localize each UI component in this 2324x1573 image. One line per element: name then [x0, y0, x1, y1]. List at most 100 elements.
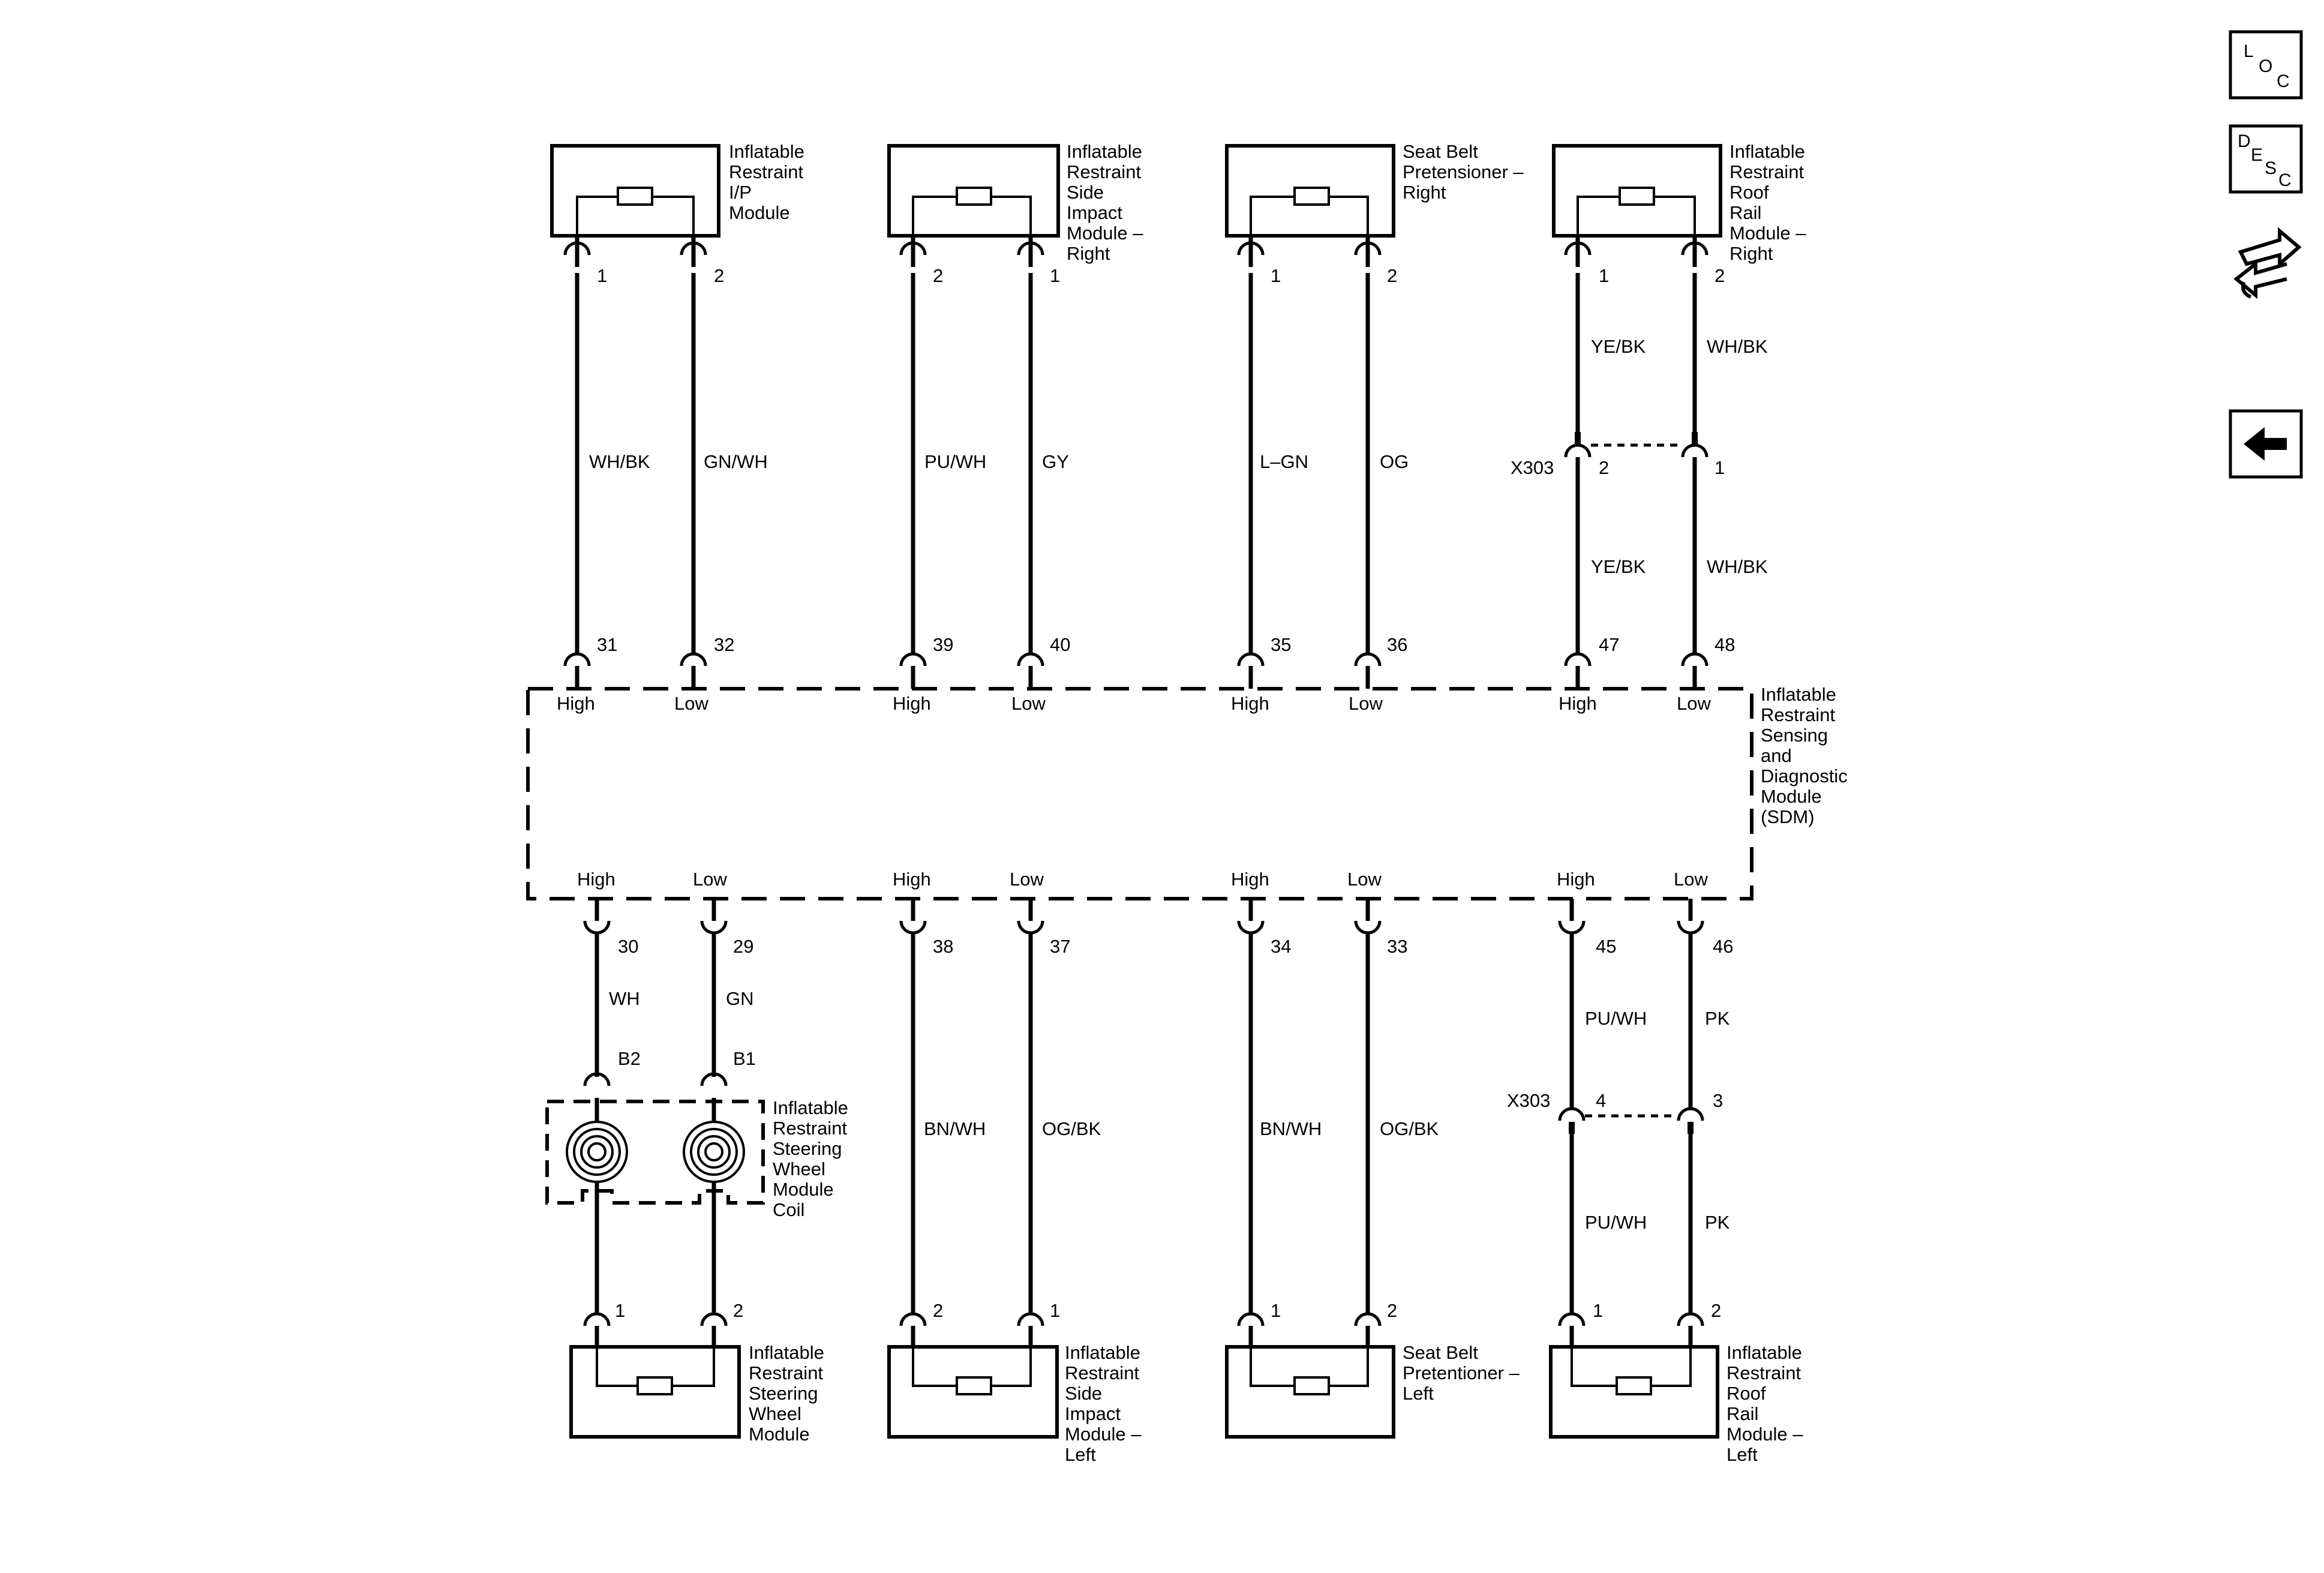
svg-text:C: C — [2278, 170, 2292, 190]
svg-text:Wheel: Wheel — [773, 1158, 825, 1179]
signal-label: High — [577, 869, 615, 890]
svg-text:Module: Module — [1761, 786, 1822, 807]
svg-text:PU/WH: PU/WH — [924, 451, 986, 472]
svg-text:OG/BK: OG/BK — [1042, 1118, 1101, 1139]
connector-end-view-icon[interactable] — [2230, 222, 2302, 300]
svg-text:WH/BK: WH/BK — [1707, 556, 1768, 577]
side-impact-module-right: Inflatable Restraint Side Impact Module … — [887, 141, 1143, 264]
coil-label: Inflatable — [773, 1097, 848, 1118]
svg-text:and: and — [1761, 745, 1792, 766]
svg-text:Pretentioner –: Pretentioner – — [1403, 1362, 1520, 1383]
svg-text:Module: Module — [749, 1424, 810, 1445]
signal-label: High — [557, 693, 595, 714]
svg-text:Low: Low — [674, 693, 708, 714]
top-wire-7: 1 YE/BK 2 YE/BK 47 High — [1559, 236, 1646, 714]
svg-text:I/P: I/P — [729, 182, 752, 203]
svg-text:Coil: Coil — [773, 1199, 804, 1220]
top-wire-1: 1 WH/BK 31 High — [557, 236, 650, 714]
svg-text:2: 2 — [1711, 1300, 1721, 1321]
sdm-pin-label: 31 — [597, 634, 617, 655]
svg-text:Low: Low — [1349, 693, 1383, 714]
svg-text:Impact: Impact — [1067, 202, 1122, 223]
back-button[interactable] — [2229, 409, 2303, 479]
steering-wheel-module: Inflatable Restraint Steering Wheel Modu… — [569, 1342, 824, 1445]
svg-text:L–GN: L–GN — [1260, 451, 1308, 472]
svg-text:1: 1 — [1050, 265, 1060, 286]
svg-text:Restraint: Restraint — [1067, 161, 1141, 182]
svg-text:Low: Low — [1674, 869, 1708, 890]
svg-text:1: 1 — [1593, 1300, 1603, 1321]
desc-button[interactable]: D E S C — [2229, 124, 2303, 194]
svg-text:BN/WH: BN/WH — [924, 1118, 986, 1139]
svg-text:48: 48 — [1715, 634, 1735, 655]
svg-text:High: High — [1231, 693, 1269, 714]
svg-text:Inflatable: Inflatable — [749, 1342, 824, 1363]
svg-text:Impact: Impact — [1065, 1403, 1121, 1424]
svg-text:Module –: Module – — [1727, 1424, 1803, 1445]
svg-text:Wheel: Wheel — [749, 1403, 801, 1424]
svg-text:3: 3 — [1713, 1090, 1723, 1111]
svg-text:40: 40 — [1050, 634, 1070, 655]
svg-text:S: S — [2265, 158, 2277, 178]
svg-text:Module –: Module – — [1067, 223, 1143, 244]
svg-text:YE/BK: YE/BK — [1591, 336, 1646, 357]
svg-text:E: E — [2251, 145, 2263, 165]
bottom-wire-4: Low 37 OG/BK 1 — [1010, 869, 1101, 1347]
top-wire-4: 1 GY 40 Low — [1011, 236, 1070, 714]
svg-text:Pretensioner –: Pretensioner – — [1403, 161, 1524, 182]
svg-text:Diagnostic: Diagnostic — [1761, 766, 1848, 786]
seat-belt-pretensioner-left: Seat Belt Pretentioner – Left — [1225, 1342, 1520, 1439]
svg-text:2: 2 — [933, 265, 943, 286]
svg-text:Restraint: Restraint — [1761, 704, 1835, 725]
svg-text:1: 1 — [1271, 265, 1281, 286]
seat-belt-pretensioner-right: Seat Belt Pretensioner – Right — [1225, 141, 1524, 238]
svg-text:D: D — [2238, 131, 2251, 151]
ip-module-label: Inflatable — [729, 141, 804, 162]
svg-text:Module: Module — [773, 1179, 834, 1200]
svg-text:High: High — [893, 869, 931, 890]
svg-text:PU/WH: PU/WH — [1585, 1008, 1647, 1029]
svg-text:Low: Low — [1010, 869, 1044, 890]
bottom-wire-6: Low 33 OG/BK 2 — [1347, 869, 1439, 1347]
svg-text:Rail: Rail — [1730, 202, 1761, 223]
top-pin-label: 1 — [597, 265, 607, 286]
svg-text:Inflatable: Inflatable — [1067, 141, 1142, 162]
svg-text:L: L — [2244, 41, 2254, 61]
svg-text:Sensing: Sensing — [1761, 725, 1828, 746]
svg-text:2: 2 — [714, 265, 724, 286]
svg-text:Left: Left — [1403, 1383, 1434, 1404]
svg-text:PK: PK — [1705, 1008, 1730, 1029]
loc-button[interactable]: L O C — [2229, 30, 2303, 100]
svg-text:High: High — [1557, 869, 1595, 890]
top-wire-8: 2 WH/BK 1 WH/BK 48 Low — [1677, 236, 1768, 714]
svg-text:1: 1 — [1050, 1300, 1060, 1321]
svg-text:2: 2 — [1715, 265, 1725, 286]
bottom-wire-8: Low 46 PK 3 PK 2 — [1674, 869, 1733, 1347]
wire-color-label: WH — [609, 988, 640, 1009]
svg-text:PK: PK — [1705, 1212, 1730, 1233]
bottom-wire-5: High 34 BN/WH 1 — [1231, 869, 1322, 1347]
svg-text:1: 1 — [1599, 265, 1609, 286]
svg-text:Roof: Roof — [1730, 182, 1769, 203]
sdm-module: Inflatable Restraint Sensing and Diagnos… — [526, 684, 1848, 900]
svg-text:Roof: Roof — [1727, 1383, 1766, 1404]
svg-text:1: 1 — [615, 1300, 625, 1321]
svg-text:37: 37 — [1050, 936, 1070, 957]
sdm-pin-label: 30 — [618, 936, 638, 957]
svg-text:2: 2 — [933, 1300, 943, 1321]
svg-text:Low: Low — [1347, 869, 1382, 890]
wire-color-label: WH/BK — [589, 451, 650, 472]
svg-text:Module: Module — [729, 202, 790, 223]
svg-text:39: 39 — [933, 634, 953, 655]
svg-text:High: High — [1559, 693, 1597, 714]
roof-rail-module-right: Inflatable Restraint Roof Rail Module – … — [1552, 141, 1806, 264]
svg-text:Seat Belt: Seat Belt — [1403, 141, 1478, 162]
svg-text:B2: B2 — [618, 1048, 641, 1069]
svg-text:Restraint: Restraint — [749, 1362, 823, 1383]
svg-text:4: 4 — [1596, 1090, 1606, 1111]
svg-text:Inflatable: Inflatable — [1065, 1342, 1140, 1363]
svg-text:47: 47 — [1599, 634, 1619, 655]
svg-text:Restraint: Restraint — [729, 161, 803, 182]
svg-text:WH/BK: WH/BK — [1707, 336, 1768, 357]
